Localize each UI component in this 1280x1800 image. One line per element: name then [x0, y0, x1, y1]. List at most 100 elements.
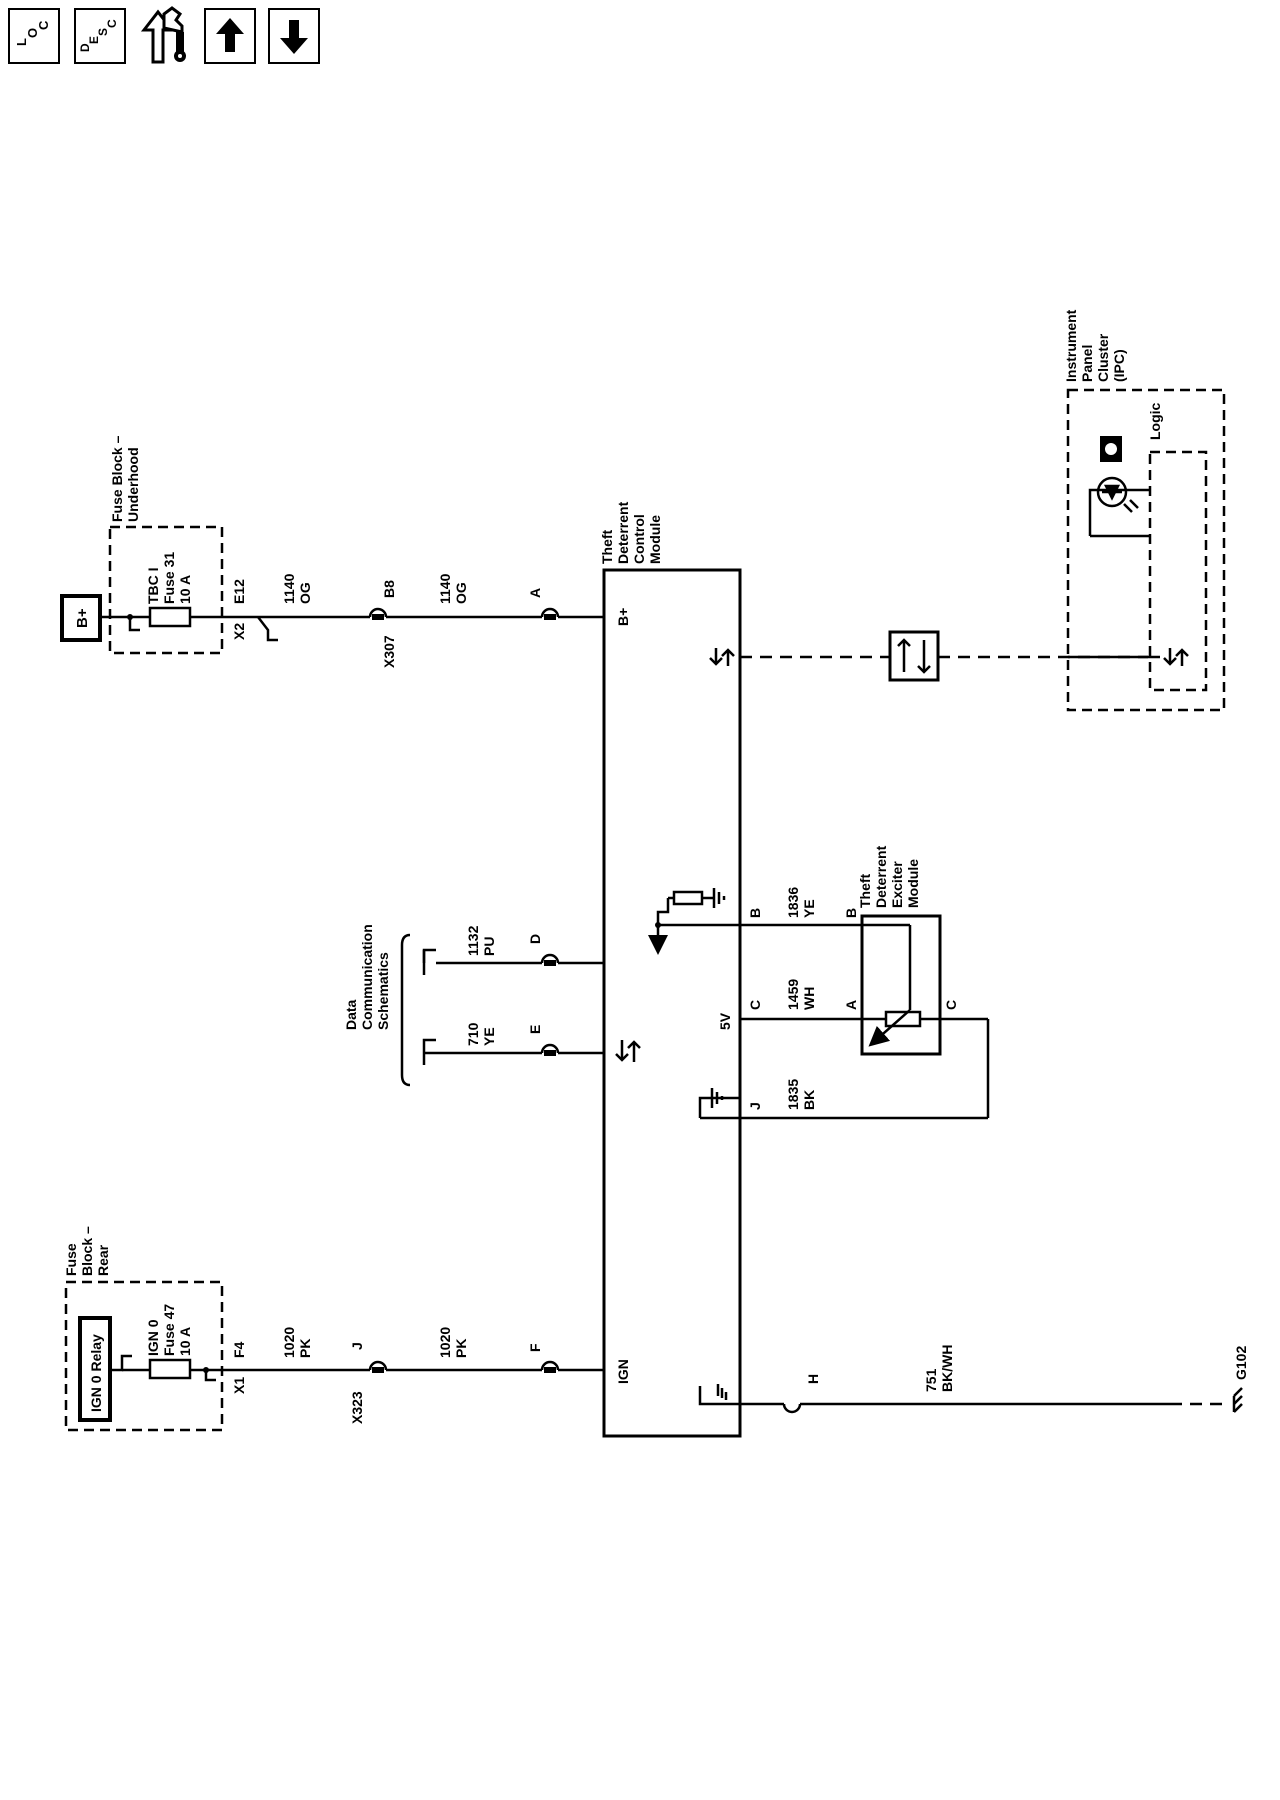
desc-e: E	[87, 36, 101, 44]
5v-label: 5V	[717, 1012, 733, 1030]
fuse31-symbol	[148, 606, 192, 628]
wire-1140a-label-1: 1140	[281, 573, 297, 604]
wire-1835-label-2: BK	[801, 1090, 817, 1110]
arrow-up-icon	[216, 18, 244, 52]
pin-h-label: H	[805, 1374, 821, 1384]
pin-a-connector	[540, 607, 560, 618]
ign0-relay-label: IGN 0 Relay	[88, 1334, 104, 1412]
component-wrench-icon[interactable]	[136, 2, 198, 68]
pin-f-label: F	[527, 1343, 543, 1352]
exciter-resistor	[884, 1010, 922, 1028]
desc-s: S	[96, 28, 110, 36]
fuse-block-rear-label-1: Fuse	[63, 1243, 79, 1276]
pin-j-label: J	[747, 1102, 763, 1110]
pin-a-label: A	[527, 588, 543, 598]
pin-d-label: D	[527, 934, 543, 944]
ipc-label-4: (IPC)	[1111, 349, 1127, 382]
previous-page-button[interactable]	[204, 8, 256, 64]
fuse-block-rear-label-3: Rear	[95, 1244, 111, 1276]
pin-h-connector	[782, 1403, 802, 1414]
data-comm-label-3: Schematics	[375, 952, 391, 1030]
exciter-label-3: Exciter	[889, 861, 905, 908]
wire-751-label-2: BK/WH	[939, 1345, 955, 1392]
x307-label: X307	[381, 635, 397, 668]
fuse31-label-3: 10 A	[177, 575, 193, 604]
wire-1020b-label-1: 1020	[437, 1327, 453, 1358]
pin-c2-label: C	[943, 1000, 959, 1010]
x307-connector	[368, 607, 388, 618]
x2-splice	[257, 616, 278, 642]
ign-pin-label: IGN	[615, 1359, 631, 1384]
fuse-block-underhood-box	[108, 525, 224, 655]
tdcm-label-3: Control	[631, 514, 647, 564]
ipc-indicator-lamp	[1096, 476, 1128, 508]
wire-751-label-1: 751	[923, 1368, 939, 1392]
loc-o: O	[25, 28, 40, 38]
wire-1836-label-1: 1836	[785, 887, 801, 918]
x323-label: X323	[349, 1391, 365, 1424]
wire-710-label-2: YE	[481, 1027, 497, 1046]
tdcm-label-1: Theft	[599, 529, 615, 564]
fuse-block-rear-label-2: Block –	[79, 1226, 95, 1276]
pin-a2-label: A	[843, 1000, 859, 1010]
ipc-label-3: Cluster	[1095, 333, 1111, 382]
ipc-logic-box	[1148, 450, 1208, 692]
wire-1140b-label-2: OG	[453, 582, 469, 604]
description-button[interactable]: D E S C	[74, 8, 126, 64]
b8-label: B8	[381, 580, 397, 598]
loc-l: L	[14, 38, 29, 46]
data-comm-brace	[400, 933, 411, 1087]
tdcm-module-box	[602, 568, 742, 1438]
pin-j2-label: J	[349, 1342, 365, 1350]
fuse47-symbol	[148, 1358, 192, 1380]
wire-1020a-label-2: PK	[297, 1339, 313, 1358]
x323-connector	[368, 1360, 388, 1371]
data-comm-label-1: Data	[343, 999, 359, 1030]
wire-1140b-label-1: 1140	[437, 573, 453, 604]
exciter-label-1: Theft	[857, 873, 873, 908]
next-page-button[interactable]	[268, 8, 320, 64]
fuse47-label-2: Fuse 47	[161, 1304, 177, 1356]
fuse-block-rear-box	[64, 1280, 224, 1432]
tdcm-label-2: Deterrent	[615, 501, 631, 564]
arrow-down-icon	[280, 20, 308, 54]
wire-1020b-label-2: PK	[453, 1339, 469, 1358]
loc-c: C	[36, 20, 51, 30]
wire-1459-label-1: 1459	[785, 979, 801, 1010]
data-comm-label-2: Communication	[359, 924, 375, 1030]
wire-1020a-label-1: 1020	[281, 1327, 297, 1358]
wire-710-label-1: 710	[465, 1022, 481, 1046]
location-button[interactable]: L O C	[8, 8, 60, 64]
exciter-module-box	[860, 914, 942, 1056]
exciter-label-2: Deterrent	[873, 845, 889, 908]
pin-c-label: C	[747, 1000, 763, 1010]
fuse47-label-1: IGN 0	[145, 1319, 161, 1356]
toolbar: L O C D E S C	[0, 0, 400, 80]
desc-c: C	[105, 19, 119, 28]
x1-label: X1	[231, 1377, 247, 1394]
exciter-label-4: Module	[905, 859, 921, 908]
wire-1835-label-1: 1835	[785, 1079, 801, 1110]
wire-1132-label-2: PU	[481, 937, 497, 956]
desc-d: D	[78, 43, 92, 52]
pin-e-label: E	[527, 1025, 543, 1034]
wire-1132-label-1: 1132	[465, 925, 481, 956]
fuse31-label-2: Fuse 31	[161, 552, 177, 604]
serial-data-symbol	[888, 630, 940, 682]
f4-label: F4	[231, 1341, 247, 1358]
ipc-label-2: Panel	[1079, 345, 1095, 382]
bplus-source-label: B+	[74, 608, 91, 628]
ipc-label-1: Instrument	[1063, 309, 1079, 382]
wire-1836-label-2: YE	[801, 899, 817, 918]
pin-b2-label: B	[843, 908, 859, 918]
ipc-indicator-wire	[1088, 488, 1150, 536]
wire-1459-label-2: WH	[801, 987, 817, 1010]
g102-ground-icon	[1233, 1387, 1243, 1413]
x2-label: X2	[231, 623, 247, 640]
fuse-block-underhood-label-1: Fuse Block –	[109, 435, 125, 522]
g102-label: G102	[1233, 1346, 1249, 1380]
fuse47-label-3: 10 A	[177, 1327, 193, 1356]
pin-b-label: B	[747, 908, 763, 918]
ipc-box	[1066, 388, 1226, 712]
